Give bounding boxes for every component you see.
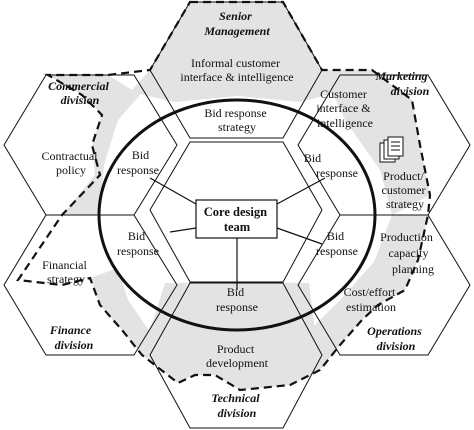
- shaded-bottom: [142, 282, 320, 390]
- hex-center: [149, 141, 323, 283]
- connector-lines: [149, 177, 326, 290]
- finance-title: Finance division: [49, 323, 94, 352]
- operations-title: Operations division: [367, 324, 425, 353]
- bid-response-bottom: Bid response: [216, 285, 258, 314]
- bid-response-right: Bid response: [316, 229, 358, 258]
- shaded-commercial: [48, 75, 140, 215]
- bid-response-left: Bid response: [117, 229, 159, 258]
- senior-item-1: Informal customer interface & intelligen…: [180, 56, 293, 84]
- shaded-finance: [90, 268, 160, 355]
- operations-item-2: Cost/effort estimation: [344, 285, 399, 314]
- hex-technical: [149, 282, 323, 429]
- hex-finance: [3, 214, 178, 356]
- marketing-title: Marketing division: [374, 69, 430, 98]
- documents-icon: [379, 136, 404, 163]
- core-ellipse: [97, 98, 377, 332]
- spoke-right: [276, 227, 323, 245]
- spoke-top-left: [149, 177, 197, 205]
- commercial-item-1: Contractual policy: [42, 149, 101, 177]
- marketing-item-2: Product/ customer strategy: [382, 169, 429, 211]
- core-box: [195, 199, 278, 239]
- technical-title: Technical division: [211, 391, 262, 420]
- senior-title: Senior Management: [203, 9, 270, 38]
- senior-item-2: Bid response strategy: [204, 106, 269, 134]
- finance-item-1: Financial strategy: [42, 258, 90, 286]
- bid-response-top-right: Bid response: [304, 151, 358, 180]
- spoke-top-right: [276, 177, 326, 205]
- shaded-top: [130, 2, 345, 102]
- core-team-label: Core design team: [204, 205, 270, 234]
- marketing-item-1: Customer interface & intelligence: [316, 87, 373, 130]
- shaded-areas: [48, 2, 430, 390]
- dashed-boundary: [16, 0, 432, 392]
- shaded-operations: [300, 215, 428, 370]
- bid-response-top-left: Bid response: [117, 148, 159, 177]
- technical-item-1: Product development: [206, 342, 269, 370]
- operations-item-1: Production capacity planning: [380, 230, 436, 276]
- hex-operations: [297, 214, 471, 356]
- shaded-marketing: [322, 70, 430, 215]
- commercial-title: Commercial division: [48, 79, 112, 107]
- spoke-left: [169, 227, 197, 233]
- hexagon-grid: [3, 1, 471, 429]
